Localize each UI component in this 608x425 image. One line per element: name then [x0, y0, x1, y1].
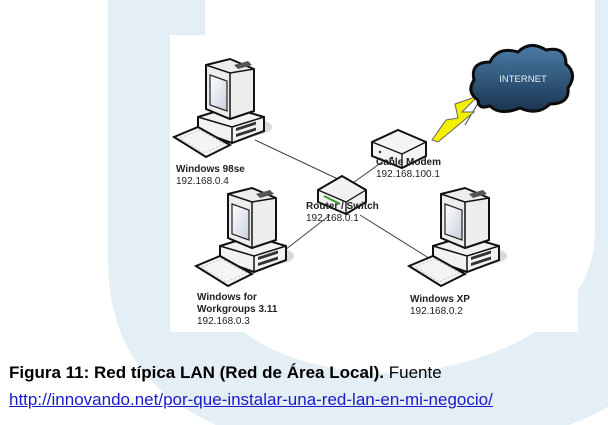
link-router-modem [349, 159, 386, 186]
caption-title: Figura 11: Red típica LAN (Red de Área L… [9, 363, 385, 382]
internet-label: INTERNET [499, 74, 547, 85]
internet-cloud-icon [469, 44, 574, 113]
node-ip: 192.168.0.4 [176, 176, 229, 187]
node-name: Router / Switch [306, 201, 379, 212]
figure-caption: Figura 11: Red típica LAN (Red de Área L… [9, 362, 442, 384]
source-link[interactable]: http://innovando.net/por-que-instalar-un… [9, 390, 493, 409]
modem-icon [371, 128, 427, 170]
node-label-win98: Windows 98se 192.168.0.4 [176, 164, 245, 188]
computer-winxp-icon [408, 187, 508, 287]
lightning-icon [431, 95, 479, 143]
node-label-wfw: Windows for Workgroups 3.11 192.168.0.3 [197, 292, 277, 328]
node-ip: 192.168.0.3 [197, 316, 250, 327]
computer-win98-icon [173, 58, 273, 158]
node-name: Windows XP [410, 294, 470, 305]
node-ip: 192.168.0.2 [410, 306, 463, 317]
node-name: Windows 98se [176, 164, 245, 175]
node-ip: 192.168.0.1 [306, 213, 359, 224]
link-wfw-router [284, 214, 331, 251]
node-label-modem: Cable Modem 192.168.100.1 [376, 157, 441, 181]
caption-source-label: Fuente [384, 363, 442, 382]
computer-wfw-icon [195, 187, 295, 287]
node-name-line2: Workgroups 3.11 [197, 304, 278, 315]
node-name: Cable Modem [376, 157, 442, 168]
node-label-winxp: Windows XP 192.168.0.2 [410, 294, 470, 318]
node-label-router: Router / Switch 192.168.0.1 [306, 201, 379, 225]
link-winxp-router [359, 214, 441, 266]
router-icon [317, 174, 367, 216]
node-ip: 192.168.100.1 [376, 169, 440, 180]
link-win98-router [254, 139, 341, 181]
node-name-line1: Windows for [197, 292, 257, 303]
